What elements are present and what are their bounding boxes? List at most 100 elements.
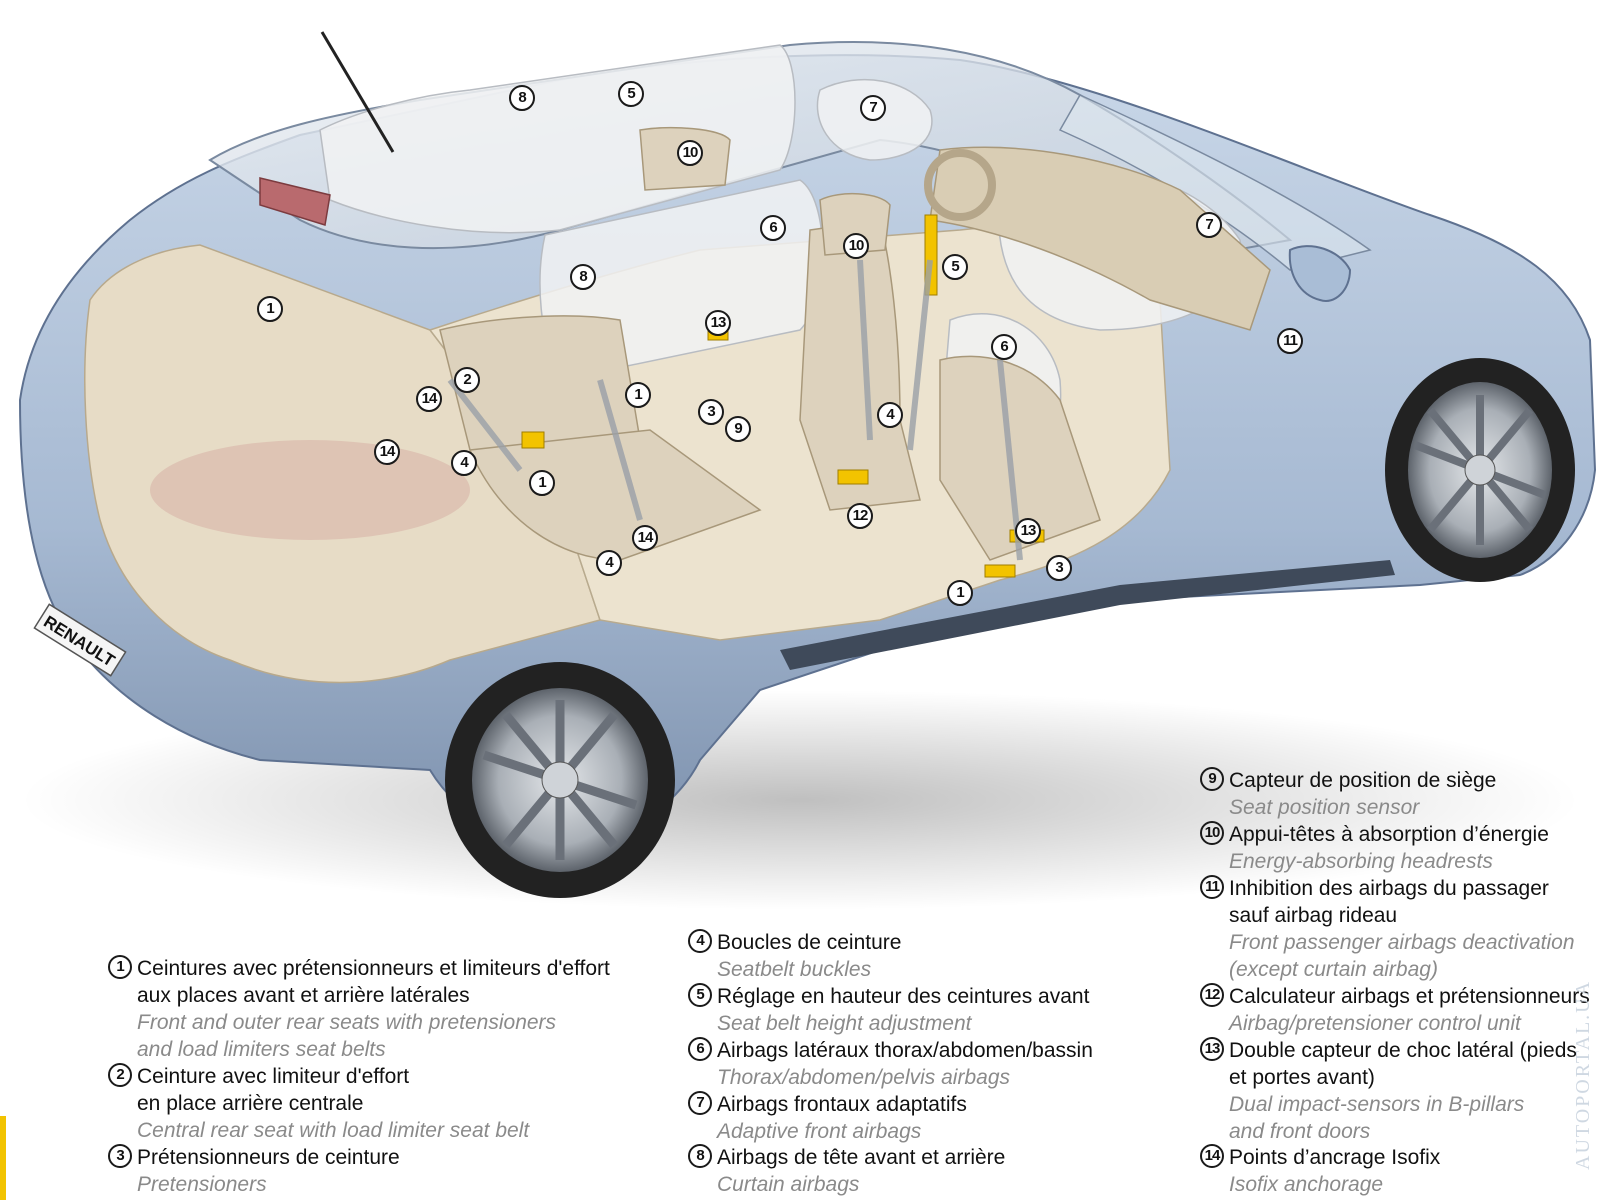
accent-bar [0, 1116, 6, 1200]
antenna [320, 31, 395, 153]
legend-number-14: 14 [1200, 1144, 1224, 1168]
legend-en-2: Central rear seat with load limiter seat… [137, 1119, 530, 1142]
callout-5-front: 5 [942, 254, 968, 280]
callout-8-side: 8 [570, 264, 596, 290]
legend-en-4: Seatbelt buckles [717, 958, 872, 981]
rear-wheel [445, 662, 675, 898]
legend-number-5: 5 [688, 983, 712, 1007]
callout-1-rear-right: 1 [529, 470, 555, 496]
callout-14-rear-right: 14 [632, 525, 658, 551]
callout-13-front: 13 [1015, 518, 1041, 544]
legend-en-3: Pretensioners [137, 1173, 267, 1196]
legend-fr-2: Ceinture avec limiteur d'effort [137, 1065, 410, 1088]
legend-fr-11-line2: sauf airbag rideau [1229, 904, 1398, 927]
watermark: AUTOPORTAL.UA [1572, 979, 1594, 1170]
callout-1-front: 1 [947, 580, 973, 606]
seat-belts [447, 259, 1023, 561]
legend-number-7: 7 [688, 1091, 712, 1115]
legend-en-9: Seat position sensor [1229, 796, 1420, 819]
legend-en-1-line2: and load limiters seat belts [137, 1038, 386, 1061]
front-passenger-headrest [819, 192, 891, 256]
legend-fr-2-line2: en place arrière centrale [137, 1092, 364, 1115]
callout-13-rear: 13 [705, 310, 731, 336]
cargo-mat [150, 440, 470, 540]
callout-14-rear-center: 14 [416, 386, 442, 412]
legend-fr-1: Ceintures avec prétensionneurs et limite… [137, 957, 610, 980]
legend-en-11: Front passenger airbags deactivation [1229, 931, 1575, 954]
legend-en-1: Front and outer rear seats with pretensi… [137, 1011, 557, 1034]
legend-fr-8: Airbags de tête avant et arrière [717, 1146, 1006, 1169]
side-mirror [1288, 245, 1352, 302]
driver-seat [939, 355, 1101, 561]
callout-5-rear: 5 [618, 81, 644, 107]
legend-number-3: 3 [108, 1144, 132, 1168]
sensor-marker [837, 469, 869, 485]
sensor-marker [521, 431, 545, 449]
seats [439, 126, 1101, 561]
legend-fr-4: Boucles de ceinture [717, 931, 902, 954]
legend-fr-9: Capteur de position de siège [1229, 769, 1497, 792]
callout-4-rear-right: 4 [596, 550, 622, 576]
legend-number-8: 8 [688, 1144, 712, 1168]
legend-fr-1-line2: aux places avant et arrière latérales [137, 984, 470, 1007]
callout-12: 12 [847, 503, 873, 529]
callout-7-rear: 7 [860, 95, 886, 121]
legend-en-10: Energy-absorbing headrests [1229, 850, 1493, 873]
callout-4-rear-left: 4 [451, 450, 477, 476]
windscreen [1058, 94, 1372, 271]
legend-fr-13-line2: et portes avant) [1229, 1066, 1375, 1089]
callout-14-cargo: 14 [374, 439, 400, 465]
callout-6-front: 6 [991, 334, 1017, 360]
legend-number-11: 11 [1200, 875, 1224, 899]
callout-10-rear: 10 [677, 140, 703, 166]
sensor-marker [984, 564, 1016, 578]
legend-en-7: Adaptive front airbags [717, 1120, 922, 1143]
callout-7-front: 7 [1196, 212, 1222, 238]
callout-11: 11 [1277, 328, 1303, 354]
legend-fr-11: Inhibition des airbags du passager [1229, 877, 1549, 900]
legend-number-9: 9 [1200, 767, 1224, 791]
legend-en-11-line2: (except curtain airbag) [1229, 958, 1438, 981]
legend-number-6: 6 [688, 1037, 712, 1061]
callout-8-roof: 8 [509, 85, 535, 111]
side-sill [780, 560, 1395, 670]
callout-6-rear: 6 [760, 215, 786, 241]
callout-4-front: 4 [877, 402, 903, 428]
legend-number-2: 2 [108, 1063, 132, 1087]
callout-10-front: 10 [843, 233, 869, 259]
legend-number-4: 4 [688, 929, 712, 953]
legend-fr-12: Calculateur airbags et prétensionneurs [1229, 985, 1590, 1008]
callout-3-front: 3 [1046, 555, 1072, 581]
dashboard [929, 146, 1271, 331]
callout-2: 2 [454, 367, 480, 393]
callout-1-rear-center: 1 [625, 382, 651, 408]
legend-number-10: 10 [1200, 821, 1224, 845]
front-wheel [1385, 358, 1575, 582]
callout-9: 9 [725, 416, 751, 442]
legend-fr-5: Réglage en hauteur des ceintures avant [717, 985, 1090, 1008]
legend-fr-3: Prétensionneurs de ceinture [137, 1146, 400, 1169]
legend-number-13: 13 [1200, 1037, 1224, 1061]
legend-en-5: Seat belt height adjustment [717, 1012, 972, 1035]
steering-wheel [924, 149, 996, 221]
callout-3-rear: 3 [698, 399, 724, 425]
legend-number-12: 12 [1200, 983, 1224, 1007]
callout-1-rear-left: 1 [257, 296, 283, 322]
legend-number-1: 1 [108, 955, 132, 979]
legend-en-13-line2: and front doors [1229, 1120, 1371, 1143]
legend-fr-14: Points d’ancrage Isofix [1229, 1146, 1441, 1169]
legend-en-13: Dual impact-sensors in B-pillars [1229, 1093, 1525, 1116]
